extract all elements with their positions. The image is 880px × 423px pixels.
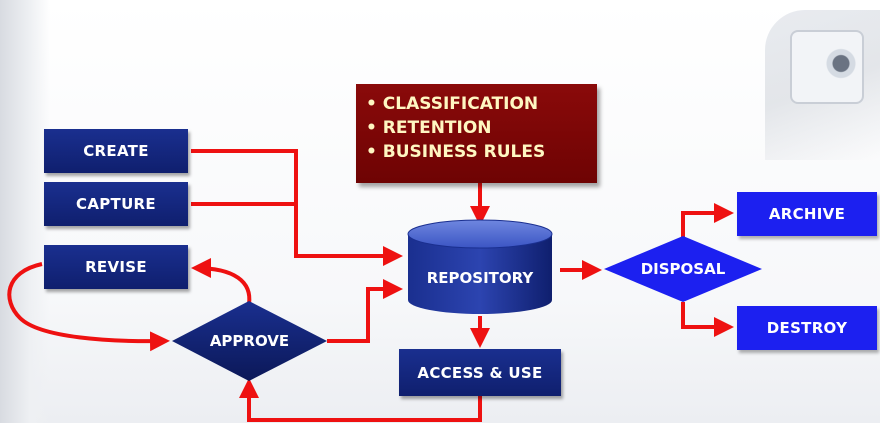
rules-item-business-rules: BUSINESS RULES [366,140,587,164]
capture-node[interactable]: CAPTURE [44,182,188,226]
repository-label[interactable]: REPOSITORY [426,269,534,287]
access-use-node[interactable]: ACCESS & USE [399,349,561,396]
arrow-approve-to-repository [327,279,403,343]
archive-node[interactable]: ARCHIVE [737,192,877,236]
disposal-label[interactable]: DISPOSAL [640,260,726,278]
approve-diamond [172,301,327,381]
rules-item-classification: CLASSIFICATION [366,92,587,116]
create-node[interactable]: CREATE [44,129,188,173]
decorative-device-image [790,30,864,104]
disposal-diamond [604,236,762,302]
arrow-disposal-to-destroy [681,302,734,337]
background-panel [0,0,50,423]
arrow-revise-to-approve [7,262,170,352]
arrow-approve-to-revise [191,258,252,305]
revise-node[interactable]: REVISE [44,245,188,289]
repository-cylinder [407,219,553,314]
approve-label[interactable]: APPROVE [209,332,290,350]
arrow-access-to-approve [239,378,482,422]
arrow-disposal-to-archive [681,203,734,237]
rules-box: CLASSIFICATION RETENTION BUSINESS RULES [356,84,597,183]
destroy-node[interactable]: DESTROY [737,306,877,350]
rules-item-retention: RETENTION [366,116,587,140]
